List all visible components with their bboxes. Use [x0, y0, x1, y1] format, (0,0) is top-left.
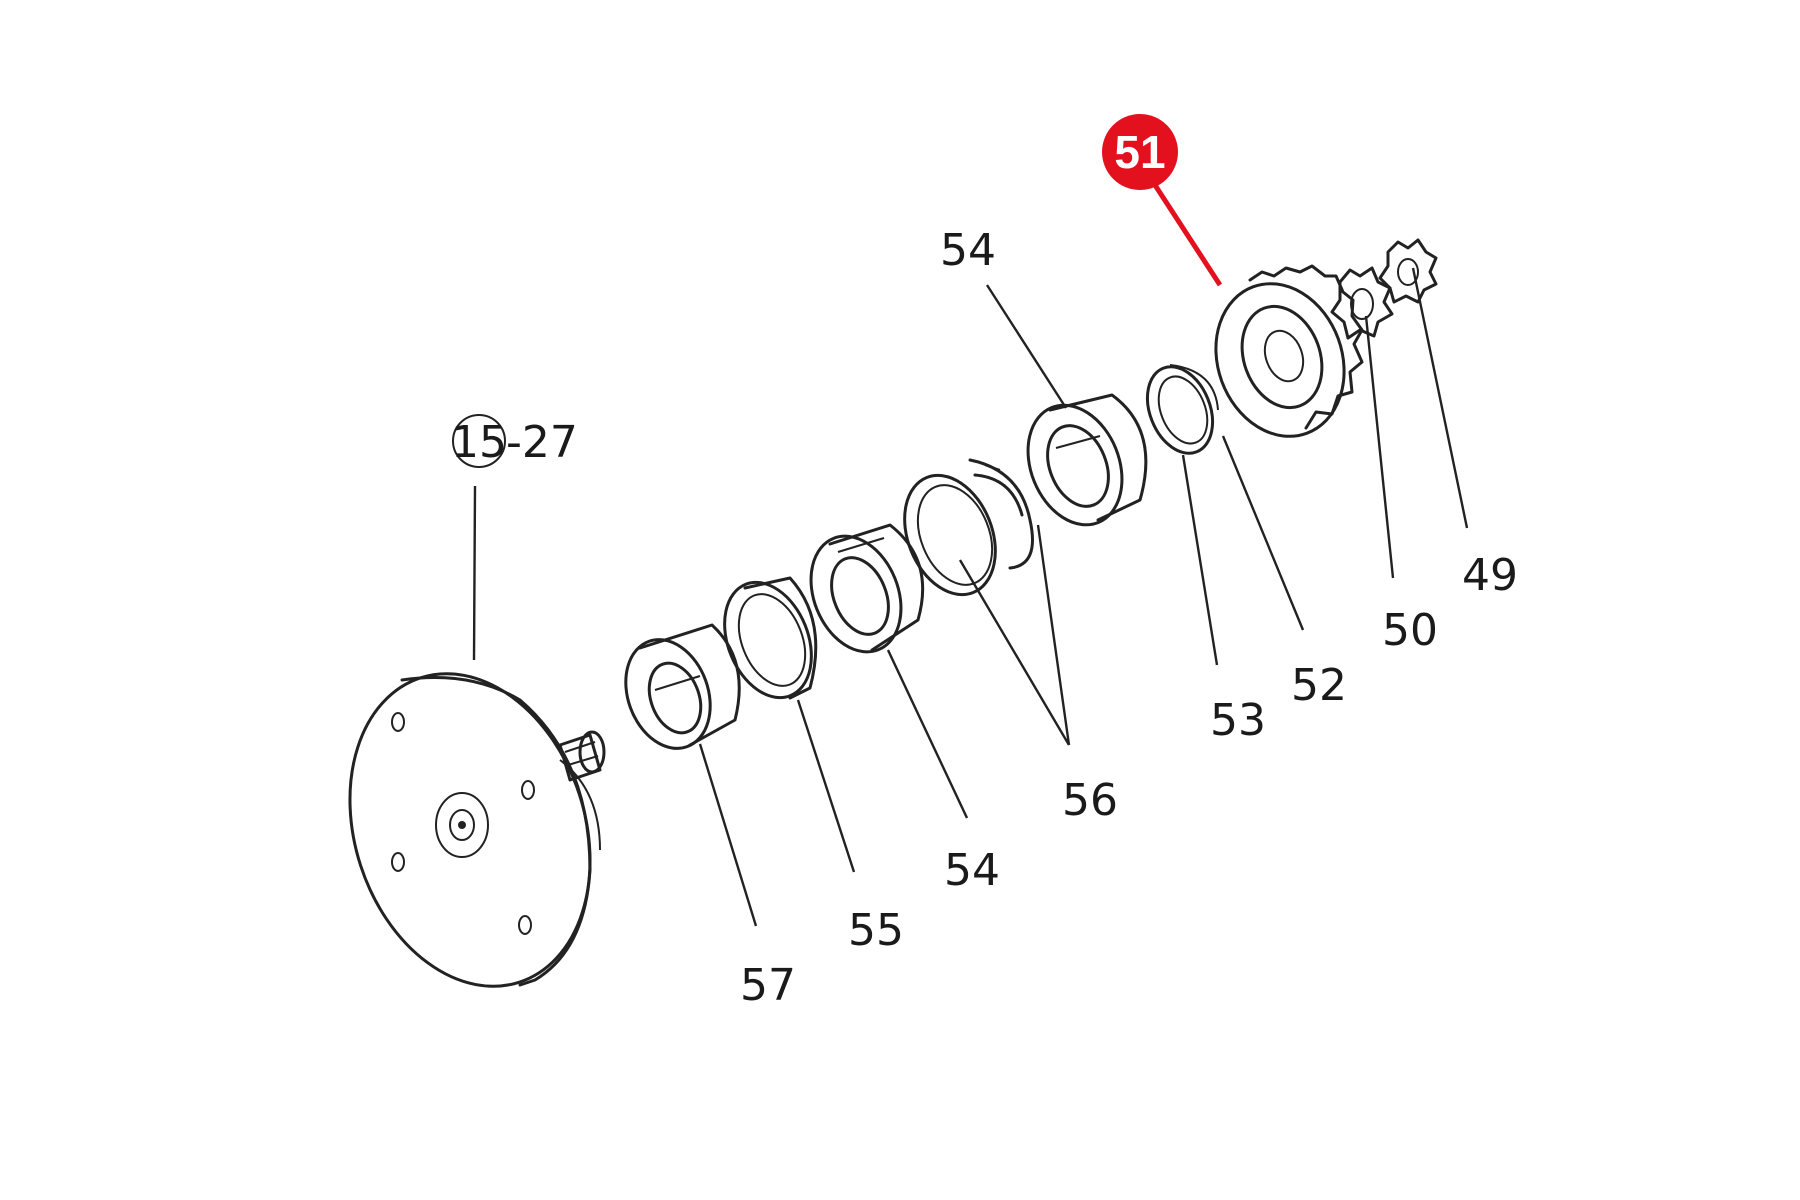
callout-53: 53 — [1210, 695, 1266, 746]
leader-51-highlight — [1150, 180, 1223, 287]
callout-50: 50 — [1382, 605, 1438, 656]
leader-53 — [1181, 454, 1219, 666]
leader-54-bottom — [886, 649, 969, 819]
leader-50 — [1364, 315, 1395, 579]
gear-51-part — [1214, 264, 1364, 438]
leader-56 — [958, 524, 1071, 746]
bearing-54-upper-part — [1026, 393, 1148, 527]
flange-plate-part — [348, 672, 606, 988]
star-washer-49-part — [1378, 238, 1438, 304]
reference-suffix: -27 — [506, 417, 578, 468]
leader-54-top — [985, 284, 1068, 409]
callout-56: 56 — [1062, 775, 1118, 826]
reference-circled-number: 15 — [451, 417, 507, 468]
highlight-badge — [1102, 114, 1178, 190]
callout-54-bottom: 54 — [944, 845, 1000, 896]
bearing-57-part — [624, 623, 741, 750]
leader-lines — [472, 180, 1469, 927]
leader-52 — [1221, 435, 1305, 631]
highlight-callout-51: 51 — [1102, 114, 1178, 190]
highlight-label: 51 — [1114, 126, 1165, 178]
bearing-54-lower-part — [809, 523, 925, 654]
callout-55: 55 — [848, 905, 904, 956]
callout-57: 57 — [740, 960, 796, 1011]
leader-55 — [796, 699, 856, 873]
leader-15-27 — [472, 485, 477, 661]
seal-ring-55-part — [723, 576, 818, 700]
ring-53-part — [1145, 364, 1219, 455]
snap-ring-56-part — [903, 458, 1034, 597]
star-washer-50-part — [1330, 266, 1394, 340]
reference-circle — [452, 414, 506, 468]
leader-49 — [1411, 267, 1469, 529]
callout-52: 52 — [1291, 660, 1347, 711]
reference-label-15-27: 15 -27 — [451, 414, 578, 468]
leader-57 — [698, 743, 758, 927]
callout-49: 49 — [1462, 550, 1518, 601]
callout-54-top: 54 — [940, 225, 996, 276]
